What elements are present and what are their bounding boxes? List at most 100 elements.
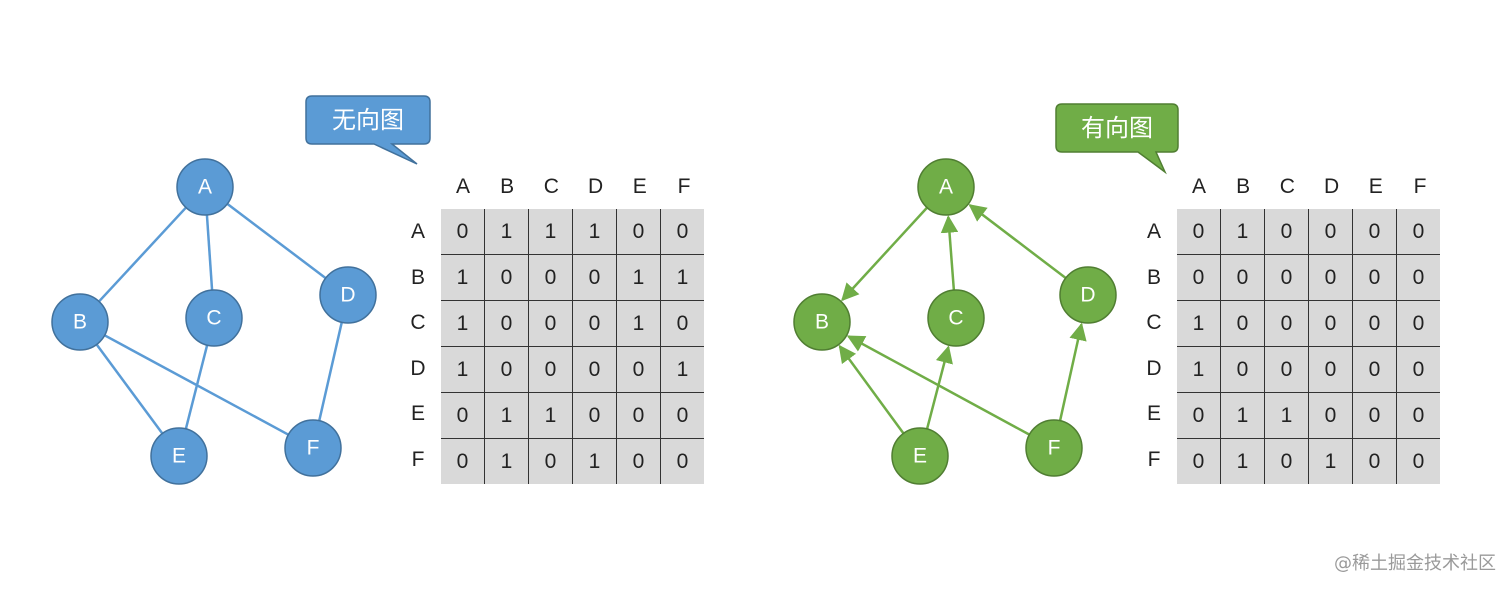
matrix-cell: 1 [660, 254, 704, 301]
matrix-cell: 0 [528, 346, 573, 393]
matrix-cell: 0 [1308, 209, 1353, 255]
matrix-cell: 1 [441, 346, 485, 393]
undirected-node-D: D [319, 266, 377, 324]
undirected-edge-C-E [184, 344, 209, 430]
undirected-node-label: D [340, 284, 355, 307]
matrix-cell: 0 [1396, 254, 1440, 301]
matrix-column-header: E [1368, 175, 1383, 198]
matrix-column-header: B [1236, 175, 1251, 198]
undirected-edge-D-F [318, 322, 343, 421]
matrix-row-header: A [1146, 220, 1161, 243]
matrix-cell: 0 [528, 300, 573, 347]
matrix-row-header: D [410, 356, 426, 380]
matrix-cell: 1 [484, 392, 529, 439]
directed-node-label: A [939, 176, 953, 199]
directed-edge-F-D [1058, 322, 1087, 421]
matrix-cell: 0 [441, 438, 485, 484]
matrix-cell: 1 [1177, 300, 1221, 347]
matrix-cell: 0 [441, 209, 485, 255]
matrix-cell: 0 [1308, 392, 1353, 439]
directed-node-label: C [948, 307, 963, 330]
matrix-row-header: E [410, 402, 425, 425]
directed-callout-text: 有向图 [1081, 114, 1153, 142]
directed-node-label: E [913, 445, 927, 468]
matrix-column-header: D [588, 175, 604, 198]
directed-node-D: D [1059, 266, 1117, 324]
matrix-cell: 0 [572, 254, 617, 301]
matrix-cell: 0 [660, 392, 704, 439]
matrix-cell: 0 [1308, 346, 1353, 393]
matrix-cell: 0 [441, 392, 485, 439]
directed-edge-C-A [940, 215, 959, 291]
matrix-column-header: A [455, 175, 470, 198]
matrix-row-header: E [1146, 402, 1161, 425]
matrix-cell: 0 [484, 254, 529, 301]
matrix-cell: 0 [616, 209, 661, 255]
matrix-cell: 1 [1177, 346, 1221, 393]
directed-node-B: B [793, 293, 851, 351]
matrix-cell: 1 [1308, 438, 1353, 484]
matrix-cell: 0 [616, 346, 661, 393]
matrix-cell: 0 [484, 346, 529, 393]
matrix-cell: 1 [1264, 392, 1309, 439]
matrix-column-header: B [500, 175, 515, 198]
undirected-callout-text: 无向图 [332, 106, 404, 134]
matrix-cell: 0 [1396, 392, 1440, 439]
matrix-cell: 0 [660, 300, 704, 347]
matrix-cell: 0 [1308, 300, 1353, 347]
matrix-cell: 0 [1352, 346, 1397, 393]
undirected-node-label: A [198, 176, 212, 199]
undirected-node-circle [150, 427, 208, 485]
matrix-row-header: F [1147, 447, 1161, 471]
undirected-edges [95, 202, 343, 436]
matrix-cell: 0 [572, 300, 617, 347]
matrix-row-header: C [410, 311, 426, 334]
matrix-row-header: A [410, 220, 425, 243]
matrix-cell: 0 [1264, 209, 1309, 255]
matrix-cell: 0 [1352, 392, 1397, 439]
matrix-cell: 0 [528, 438, 573, 484]
matrix-row-header: D [1146, 356, 1162, 380]
matrix-cell: 1 [572, 438, 617, 484]
directed-node-label: F [1048, 437, 1061, 460]
matrix-column-header: D [1324, 175, 1340, 198]
matrix-cell: 1 [441, 300, 485, 347]
undirected-edge-A-C [205, 214, 214, 291]
matrix-cell: 0 [484, 300, 529, 347]
matrix-cell: 0 [1220, 254, 1265, 301]
directed-edges [838, 204, 1087, 436]
directed-edge-D-A [968, 204, 1067, 280]
matrix-cell: 0 [1412, 449, 1425, 473]
matrix-cell: 1 [1220, 438, 1265, 484]
undirected-edge-B-E [95, 343, 164, 435]
matrix-cell: 0 [1220, 300, 1265, 347]
matrix-cell: 1 [528, 209, 573, 255]
matrix-cell: 0 [660, 209, 704, 255]
undirected-node-circle [319, 266, 377, 324]
matrix-cell: 0 [676, 449, 689, 473]
undirected-node-label: C [206, 307, 221, 330]
directed-node-A: A [917, 158, 975, 216]
matrix-cell: 0 [1352, 254, 1397, 301]
undirected-node-circle [284, 419, 342, 477]
directed-node-E: E [891, 427, 949, 485]
matrix-cell: 1 [616, 254, 661, 301]
undirected-callout: 无向图 [305, 95, 431, 165]
directed-node-circle [917, 158, 975, 216]
